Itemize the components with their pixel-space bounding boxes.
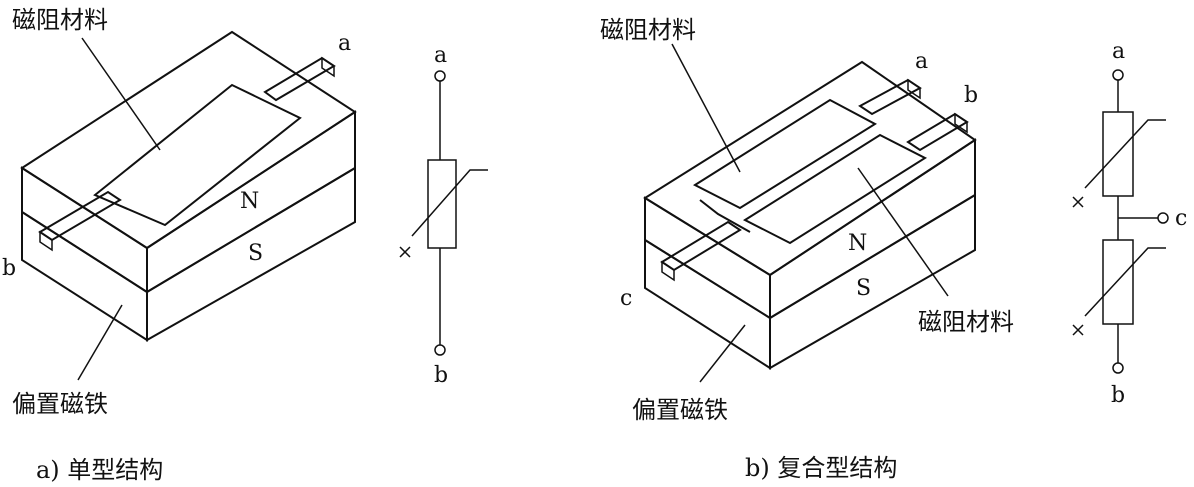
diagram-b-terminal-a: a [915,49,928,74]
diagram-b-common-connector [699,199,751,233]
diagram-b-terminal-c: c [620,286,632,311]
diagram-b-resistor-symbol: a c b [1072,39,1187,408]
diagram-a-pole-s: S [248,241,263,266]
diagram-a-terminal-b: b [2,256,16,281]
diagram-a-material-leader [81,37,161,151]
symbol-b-resistor-upper [1102,111,1134,197]
symbol-a-cross-mark [399,246,411,258]
diagram-a-front-material-layer [21,166,148,294]
diagram-a-pole-n: N [240,189,259,214]
symbol-b-terminal-bottom: b [1111,383,1125,408]
diagram-b-right-magnet [769,193,976,370]
diagram-a-lead-b [38,190,122,242]
symbol-a-terminal-bottom: b [434,363,448,388]
symbol-b-nonlinear-mark-lower [1084,247,1166,317]
symbol-a-nonlinear-mark [411,169,488,237]
diagram-a-lead-a [263,56,336,102]
diagram-b-compound-structure: 磁阻材料 磁阻材料 偏置磁铁 a b c N S [600,16,1014,424]
symbol-b-cross-mark-lower [1072,324,1084,336]
diagram-b-terminal-b: b [964,83,978,108]
symbol-b-terminal-top: a [1112,39,1125,64]
diagram-b-pole-s: S [856,276,871,301]
diagram-b-magnet-label: 偏置磁铁 [632,396,728,424]
symbol-b-terminal-mid-dot [1157,212,1169,224]
diagram-b-material-label-top: 磁阻材料 [600,16,696,44]
symbol-b-terminal-mid: c [1175,206,1187,231]
diagram-b-magnet-leader [699,324,746,383]
diagram-b-lead-c [660,220,742,272]
symbol-a-terminal-top: a [434,43,447,68]
diagram-a-magnet-leader [77,304,123,381]
diagram-a-material-label: 磁阻材料 [12,6,108,34]
diagram-b-material-leader-bottom [857,167,949,297]
diagram-a-top-face [20,30,357,250]
symbol-a-terminal-top-dot [434,70,446,82]
symbol-a-resistor-body [427,159,457,249]
diagram-b-front-magnet [644,238,771,370]
symbol-b-terminal-bottom-dot [1112,362,1124,374]
caption-a: a) 单型结构 [36,456,163,484]
symbol-b-resistor-lower [1102,239,1134,325]
diagram-a-resistor-symbol: a b [399,43,488,388]
diagram-b-material-strip-upper [692,98,877,210]
diagram-b-material-label-bottom: 磁阻材料 [918,308,1014,336]
diagram-a-terminal-a: a [338,31,351,56]
symbol-b-terminal-top-dot [1112,69,1124,81]
diagram-a-single-structure: 磁阻材料 偏置磁铁 a b N S [2,6,357,418]
diagram-a-material-strip [93,83,302,227]
diagram-b-material-leader-top [671,43,741,173]
symbol-b-cross-mark-upper [1072,196,1084,208]
diagram-a-right-magnet [146,166,356,342]
diagram-b-lead-b [906,112,969,152]
diagram-b-pole-n: N [848,231,867,256]
diagram-a-magnet-label: 偏置磁铁 [12,390,108,418]
diagram-b-material-strip-lower [742,133,928,245]
caption-b: b) 复合型结构 [745,454,897,482]
symbol-b-nonlinear-mark-upper [1084,119,1166,189]
symbol-a-terminal-bottom-dot [434,344,446,356]
